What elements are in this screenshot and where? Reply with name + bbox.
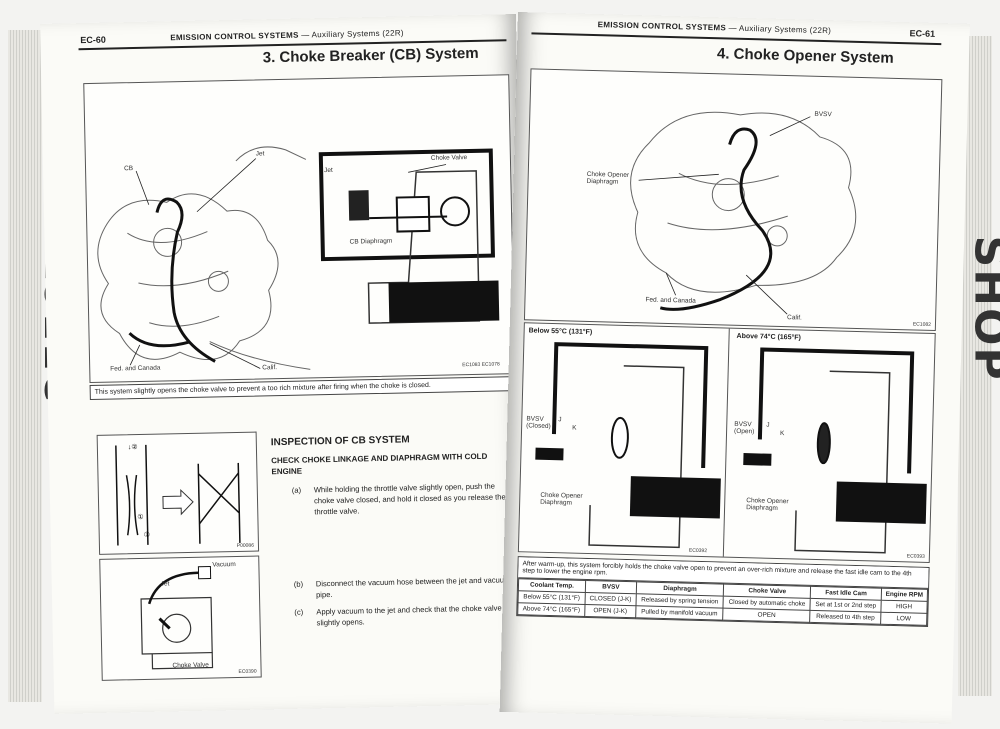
svg-text:①: ① — [137, 513, 143, 521]
table-cell: Released to 4th step — [810, 610, 881, 625]
left-header-sub: — Auxiliary Systems (22R) — [301, 28, 404, 40]
label-choke-opener-diaphragm: Choke Opener Diaphragm — [586, 170, 630, 186]
fig1-code-right: EC1082 — [912, 321, 932, 328]
left-title: 3. Choke Breaker (CB) System — [262, 44, 479, 67]
left-header: EMISSION CONTROL SYSTEMS — Auxiliary Sys… — [170, 28, 404, 42]
choke-opener-diagram — [630, 111, 857, 315]
k-label-right: K — [779, 430, 785, 438]
choke-opener-states-figure: Below 55°C (131°F) Above 74°C (165°F) BV… — [517, 322, 936, 563]
vacuum-test-figure: Vacuum Jet Choke Valve EC0390 — [99, 555, 262, 681]
right-title: 4. Choke Opener System — [716, 45, 894, 67]
step-b-text: Disconnect the vacuum hose between the j… — [315, 575, 511, 600]
label-fed-canada: Fed. and Canada — [110, 364, 161, 373]
step-b-marker: (b) — [293, 579, 304, 589]
right-header-main: EMISSION CONTROL SYSTEMS — [597, 20, 727, 33]
bvsv-closed-label: BVSV (Closed) — [526, 415, 551, 430]
step-a-marker: (a) — [291, 485, 302, 495]
label-choke-valve: Choke Valve — [430, 154, 468, 162]
label-jet-fig3: Jet — [160, 580, 170, 588]
j-label-right: J — [766, 421, 770, 429]
label-cb: CB — [123, 165, 134, 173]
table-cell: OPEN — [722, 608, 811, 623]
right-header: EMISSION CONTROL SYSTEMS — Auxiliary Sys… — [598, 20, 832, 35]
fig2-code: P00086 — [236, 542, 255, 549]
table-cell: OPEN (J-K) — [584, 604, 636, 618]
cb-system-figure: Jet CB Fed. and Canada Calif. Jet Choke … — [83, 74, 516, 384]
linkage-diagram: ↓② ① ③ — [115, 443, 241, 546]
right-header-sub: — Auxiliary Systems (22R) — [728, 23, 832, 36]
svg-text:③: ③ — [144, 531, 150, 539]
label-jet-inset: Jet — [324, 166, 333, 175]
table-cell: Above 74°C (165°F) — [517, 602, 585, 617]
step-c-text: Apply vacuum to the jet and check that t… — [316, 603, 502, 628]
diaphragm-label-right: Choke Opener Diaphragm — [746, 497, 789, 512]
svg-text:↓②: ↓② — [128, 443, 138, 451]
inspection-heading: INSPECTION OF CB SYSTEM — [270, 434, 410, 449]
label-jet-left: Jet — [255, 150, 265, 158]
right-page: EMISSION CONTROL SYSTEMS — Auxiliary Sys… — [499, 12, 970, 724]
step-a-text: While holding the throttle valve slightl… — [313, 481, 506, 517]
table-cell: LOW — [880, 612, 927, 626]
linkage-figure: ↓② ① ③ P00086 — [96, 431, 260, 555]
k-label-left: K — [572, 424, 577, 432]
cb-system-diagram — [97, 146, 500, 370]
bvsv-open-label: BVSV (Open) — [734, 420, 755, 436]
fig3-code: EC0390 — [238, 668, 257, 675]
label-choke-valve-fig3: Choke Valve — [172, 661, 209, 670]
choke-opener-table-box: After warm-up, this system forcibly hold… — [516, 556, 930, 627]
left-header-main: EMISSION CONTROL SYSTEMS — [170, 30, 299, 43]
step-c-marker: (c) — [294, 607, 304, 617]
label-calif: Calif. — [262, 364, 278, 372]
states-diagram — [535, 342, 927, 554]
diaphragm-label-left: Choke Opener Diaphragm — [540, 491, 583, 507]
choke-opener-figure: BVSV Choke Opener Diaphragm Fed. and Can… — [523, 68, 943, 332]
fig1-code: EC1083 EC1078 — [462, 361, 500, 369]
fig2-code-right: EC0393 — [906, 553, 925, 560]
left-page-number: EC-60 — [80, 34, 106, 46]
right-header-rule — [531, 32, 942, 45]
check-heading: CHECK CHOKE LINKAGE AND DIAPHRAGM WITH C… — [271, 451, 488, 477]
table-cell: Pulled by manifold vacuum — [635, 605, 724, 621]
right-page-number: EC-61 — [909, 28, 936, 39]
j-label-left: J — [558, 416, 562, 424]
handwriting-right-edge: SHOP — [964, 235, 1000, 382]
label-vacuum: Vacuum — [212, 561, 236, 569]
label-calif-right: Calif. — [786, 314, 802, 322]
left-page: EC-60 EMISSION CONTROL SYSTEMS — Auxilia… — [40, 14, 531, 714]
fig2-code-left: EC0392 — [688, 547, 708, 555]
label-fed-canada-right: Fed. and Canada — [645, 296, 696, 305]
vacuum-test-diagram — [140, 566, 214, 670]
label-cb-diaphragm: CB Diaphragm — [349, 237, 393, 246]
label-bvsv: BVSV — [814, 110, 832, 119]
left-page-stack — [8, 30, 42, 702]
